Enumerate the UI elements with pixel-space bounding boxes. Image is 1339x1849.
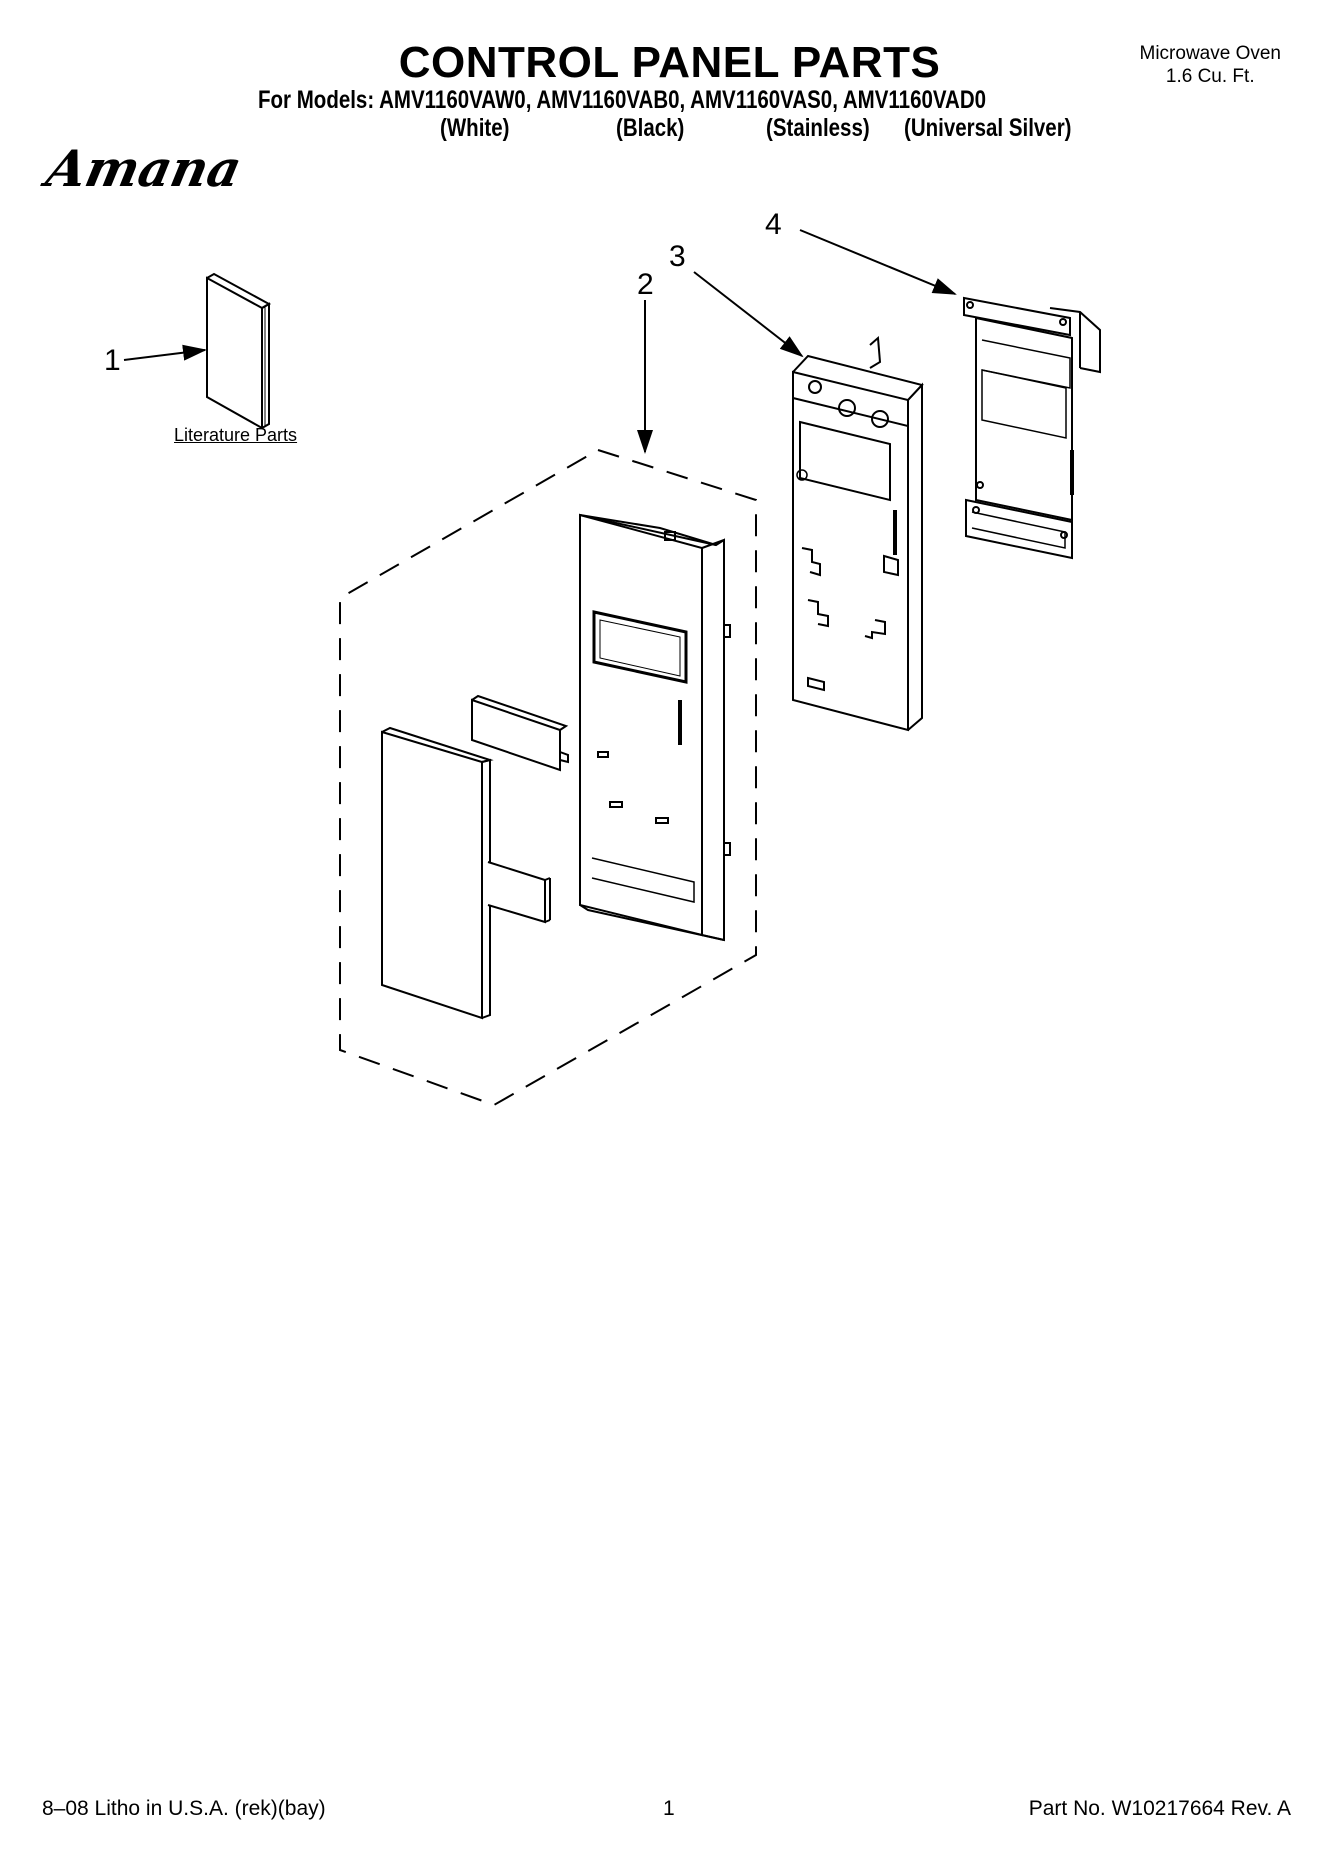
page-number: 1 [663, 1797, 675, 1820]
product-type: Microwave Oven [1139, 43, 1282, 64]
product-capacity: 1.6 Cu. Ft. [1165, 66, 1255, 87]
variant-stainless: (Stainless) [766, 114, 870, 142]
page-title: CONTROL PANEL PARTS [398, 38, 941, 87]
callout-arrow-1 [123, 344, 207, 361]
callout-2: 2 [637, 268, 654, 301]
touchpad-membrane-part [381, 726, 494, 1020]
models-line: For Models: AMV1160VAW0, AMV1160VAB0, AM… [258, 86, 987, 114]
literature-parts-label: Literature Parts [174, 425, 298, 445]
callout-4: 4 [765, 208, 782, 241]
control-panel-front-part [579, 513, 731, 942]
control-board-part [963, 296, 1101, 560]
control-panel-bracket-part [792, 335, 924, 732]
amana-logo: Amana [38, 140, 247, 198]
variant-universal-silver: (Universal Silver) [904, 114, 1072, 142]
callout-arrow-3 [693, 271, 804, 358]
assembly-boundary [339, 448, 757, 1107]
variant-white: (White) [440, 114, 510, 142]
part-number: Part No. W10217664 Rev. A [1028, 1797, 1291, 1820]
membrane-tail-part [487, 861, 551, 924]
product-description: Microwave Oven 1.6 Cu. Ft. [1140, 42, 1282, 88]
display-lens-part [471, 694, 569, 772]
callout-arrow-4 [799, 229, 957, 295]
footer-litho: 8–08 Litho in U.S.A. (rek)(bay) [42, 1797, 326, 1820]
amana-logo-text: Amana [38, 140, 247, 198]
variant-black: (Black) [616, 114, 685, 142]
literature-booklet-part [206, 272, 272, 430]
callout-3: 3 [669, 240, 686, 273]
callout-1: 1 [104, 344, 121, 377]
